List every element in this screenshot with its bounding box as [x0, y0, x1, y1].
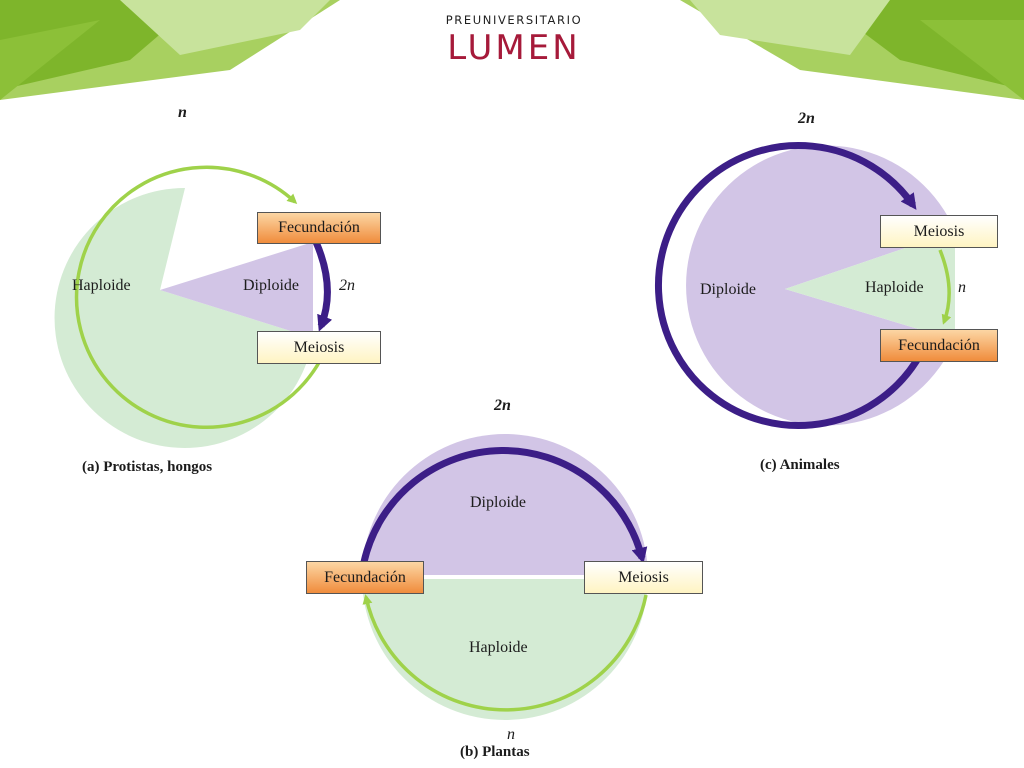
- banner-right: [680, 0, 1024, 100]
- panel-b-caption: (b) Plantas: [460, 744, 530, 760]
- panel-c-haploid-wedge: [785, 231, 955, 340]
- panel-b-fertilization-box: Fecundación: [306, 561, 424, 594]
- panel-b-diploid-label: Diploide: [470, 494, 526, 511]
- panel-c-meiosis-box: Meiosis: [880, 215, 998, 248]
- panel-a-haploid-label: Haploide: [72, 277, 131, 294]
- panel-b-ploidy-bottom: n: [507, 726, 515, 743]
- panel-a-ploidy-side: 2n: [339, 277, 355, 294]
- panel-a-diploid-arc: [312, 240, 333, 332]
- panel-a-haploid-region: [54, 187, 313, 448]
- banner-left: [0, 0, 340, 100]
- panel-a-diploid-wedge: [160, 242, 313, 338]
- panel-a-meiosis-box: Meiosis: [257, 331, 381, 364]
- logo-subtitle: PREUNIVERSITARIO: [445, 13, 583, 27]
- panel-a-haploid-arc: [74, 165, 332, 429]
- panel-a-diploid-label: Diploide: [243, 277, 299, 294]
- panel-b-ploidy-top: 2n: [494, 397, 511, 414]
- panel-a-fertilization-box: Fecundación: [257, 212, 381, 244]
- panel-b-haploid-label: Haploide: [469, 639, 528, 656]
- panel-c-ploidy-side: n: [958, 279, 966, 296]
- panel-c-fertilization-box: Fecundación: [880, 329, 998, 362]
- panel-c-ploidy-top: 2n: [798, 110, 815, 127]
- panel-b-haploid-arc: [362, 594, 648, 712]
- panel-b-diploid-arc: [360, 447, 648, 564]
- panel-b-haploid-half: [362, 577, 648, 720]
- panel-a-caption: (a) Protistas, hongos: [82, 459, 213, 475]
- panel-a-ploidy-top: n: [178, 104, 187, 121]
- panel-c-diploid-label: Diploide: [700, 281, 756, 298]
- panel-c-haploid-arc: [938, 249, 952, 325]
- panel-b-meiosis-box: Meiosis: [584, 561, 703, 594]
- panel-c-diploid-arc: [655, 142, 924, 430]
- logo-title: LUMEN: [447, 28, 581, 68]
- panel-c-haploid-label: Haploide: [865, 279, 924, 296]
- panel-a-cycle: [54, 165, 333, 448]
- panel-c-caption: (c) Animales: [760, 457, 840, 473]
